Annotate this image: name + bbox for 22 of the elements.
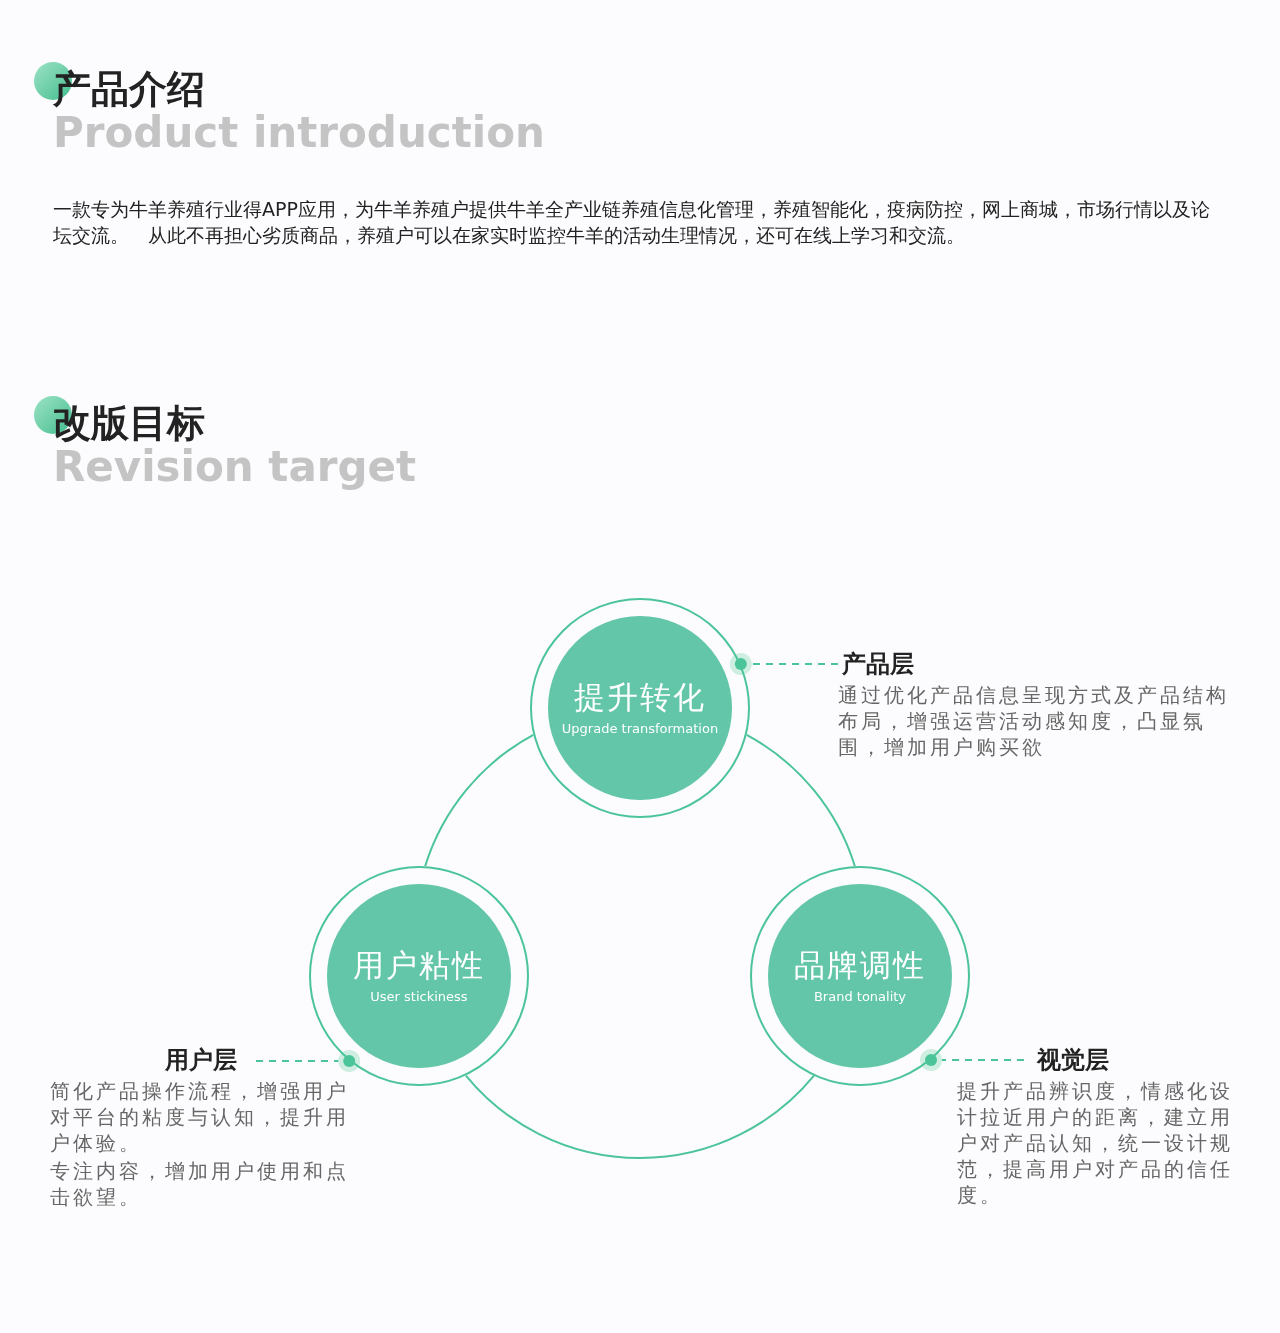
section-subtitle: Product introduction [53,108,545,158]
leader-line [920,1049,1025,1071]
topic-title: 提升转化 [574,678,706,718]
layer-heading: 产品层 [842,649,915,680]
layer-heading: 用户层 [165,1045,238,1076]
leader-line [729,653,839,675]
intro-paragraph: 一款专为牛羊养殖行业得APP应用，为牛羊养殖户提供牛羊全产业链养殖信息化管理，养殖智能化，疫病防控，网上商城，市场行情以及论坛交流。 从此不再担心劣质商品，养殖户可以在家实时监控牛羊的活动生理情况，还可在线上学习和交流。 [53,197,1211,248]
layer-description: 简化产品操作流程，增强用户对平台的粘度与认知，提升用户体验。 [50,1078,350,1156]
connector-arc [424,733,535,868]
section-subtitle: Revision target [53,442,417,492]
topic-subtitle: Upgrade transformation [561,720,719,739]
layer-heading: 视觉层 [1037,1045,1110,1076]
topic-title: 品牌调性 [794,946,926,986]
topic-title: 用户粘性 [353,946,485,986]
layer-description: 通过优化产品信息呈现方式及产品结构布局，增强运营活动感知度，凸显氛围，增加用户购买欲 [838,682,1230,760]
connector-arc [464,1074,815,1159]
topic-subtitle: Brand tonality [813,988,907,1007]
layer-description: 专注内容，增加用户使用和点击欲望。 [50,1158,350,1210]
topic-subtitle: User stickiness [370,988,468,1007]
layer-description: 提升产品辨识度，情感化设计拉近用户的距离，建立用户对产品认知，统一设计规范，提高用户对产品的信任度。 [957,1078,1234,1208]
leader-line [255,1050,361,1072]
connector-arc [745,733,856,868]
